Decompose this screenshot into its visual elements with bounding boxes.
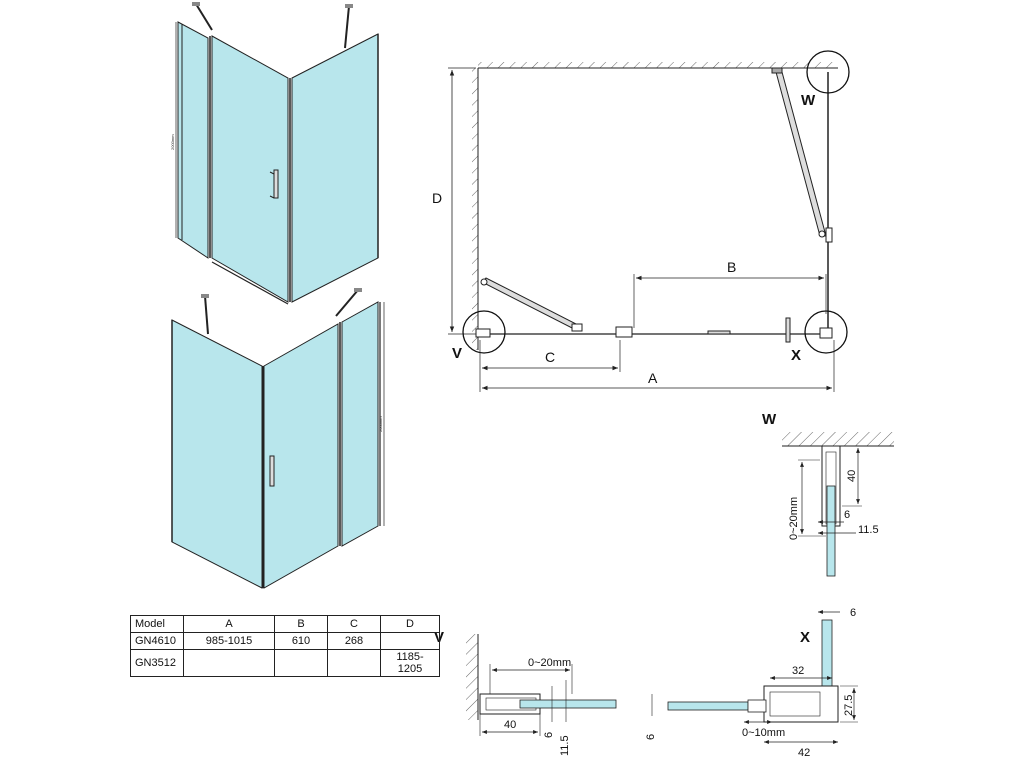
detail-X-dim-27-5: 27.5 xyxy=(843,695,855,716)
table-cell-b xyxy=(274,649,328,677)
detail-W-dim-6: 6 xyxy=(844,509,850,521)
detail-V-dim-6: 6 xyxy=(543,732,555,738)
detail-X: X 6 32 27.5 6 0~10mm 42 xyxy=(645,607,858,759)
table-header-cell: A xyxy=(183,615,275,633)
detail-X-dim-6-top: 6 xyxy=(850,607,856,619)
iso1-right-glass xyxy=(291,33,379,303)
detail-X-dim-42: 42 xyxy=(798,747,810,759)
table-cell-d: 1185-1205 xyxy=(380,649,440,677)
iso-view-bottom: 2000mm xyxy=(171,288,385,589)
plan-dim-D: D xyxy=(432,190,442,206)
plan-label-V: V xyxy=(452,345,462,362)
detail-X-glass-horizontal xyxy=(667,701,749,711)
table-cell-a xyxy=(183,649,275,677)
table-cell-model: GN3512 xyxy=(130,649,184,677)
iso1-left-glass xyxy=(177,21,209,259)
table-header-row: Model A B C D xyxy=(130,615,440,633)
detail-V-dim-range: 0~20mm xyxy=(528,657,571,669)
detail-V-dim-11-5: 11.5 xyxy=(559,735,571,756)
detail-V: V 0~20mm 40 6 11.5 xyxy=(434,629,617,756)
table-cell-c: 268 xyxy=(327,632,381,650)
detail-W-glass xyxy=(826,485,836,577)
table-header-cell: C xyxy=(327,615,381,633)
iso1-door-glass xyxy=(211,35,289,303)
iso-view-top: 2000mm xyxy=(170,2,379,305)
table-cell-a: 985-1015 xyxy=(183,632,275,650)
plan-dim-C: C xyxy=(545,349,555,365)
iso1-door-handle xyxy=(273,169,279,199)
iso2-right-glass xyxy=(341,301,379,547)
detail-V-glass xyxy=(519,699,617,709)
table-cell-b: 610 xyxy=(274,632,328,650)
table-row: GN3512 1185-1205 xyxy=(130,649,440,677)
table-cell-c xyxy=(327,649,381,677)
detail-X-dim-32: 32 xyxy=(792,665,804,677)
iso2-door-glass xyxy=(263,323,339,589)
plan-label-X: X xyxy=(791,347,801,364)
dimension-table: Model A B C D GN4610 985-1015 610 268 GN… xyxy=(130,615,440,677)
plan-view: D V W X B C xyxy=(432,50,850,392)
detail-W: W 40 0~20mm 6 11.5 xyxy=(762,411,894,577)
plan-detail-circle-V xyxy=(462,310,506,354)
detail-X-dim-range: 0~10mm xyxy=(742,727,785,739)
detail-W-title: W xyxy=(762,411,777,428)
detail-W-dim-11-5: 11.5 xyxy=(858,524,879,536)
iso2-door-handle xyxy=(269,455,275,487)
detail-W-dim-40: 40 xyxy=(846,470,858,482)
plan-dim-B: B xyxy=(727,259,736,275)
plan-label-W: W xyxy=(801,92,816,109)
table-cell-model: GN4610 xyxy=(130,632,184,650)
table-row: GN4610 985-1015 610 268 xyxy=(130,632,440,650)
detail-X-dim-6-left: 6 xyxy=(645,734,657,740)
table-header-cell: B xyxy=(274,615,328,633)
table-header-cell: Model xyxy=(130,615,184,633)
iso2-front-glass xyxy=(171,319,263,589)
table-cell-d xyxy=(380,632,440,650)
detail-X-title: X xyxy=(800,629,810,646)
iso2-height-label: 2000mm xyxy=(378,416,383,432)
iso1-height-label: 2000mm xyxy=(170,134,175,150)
detail-W-dim-range: 0~20mm xyxy=(788,497,800,540)
detail-V-dim-40: 40 xyxy=(504,719,516,731)
table-header-cell: D xyxy=(380,615,440,633)
plan-dim-A: A xyxy=(648,370,658,386)
plan-detail-circle-W xyxy=(806,50,850,94)
